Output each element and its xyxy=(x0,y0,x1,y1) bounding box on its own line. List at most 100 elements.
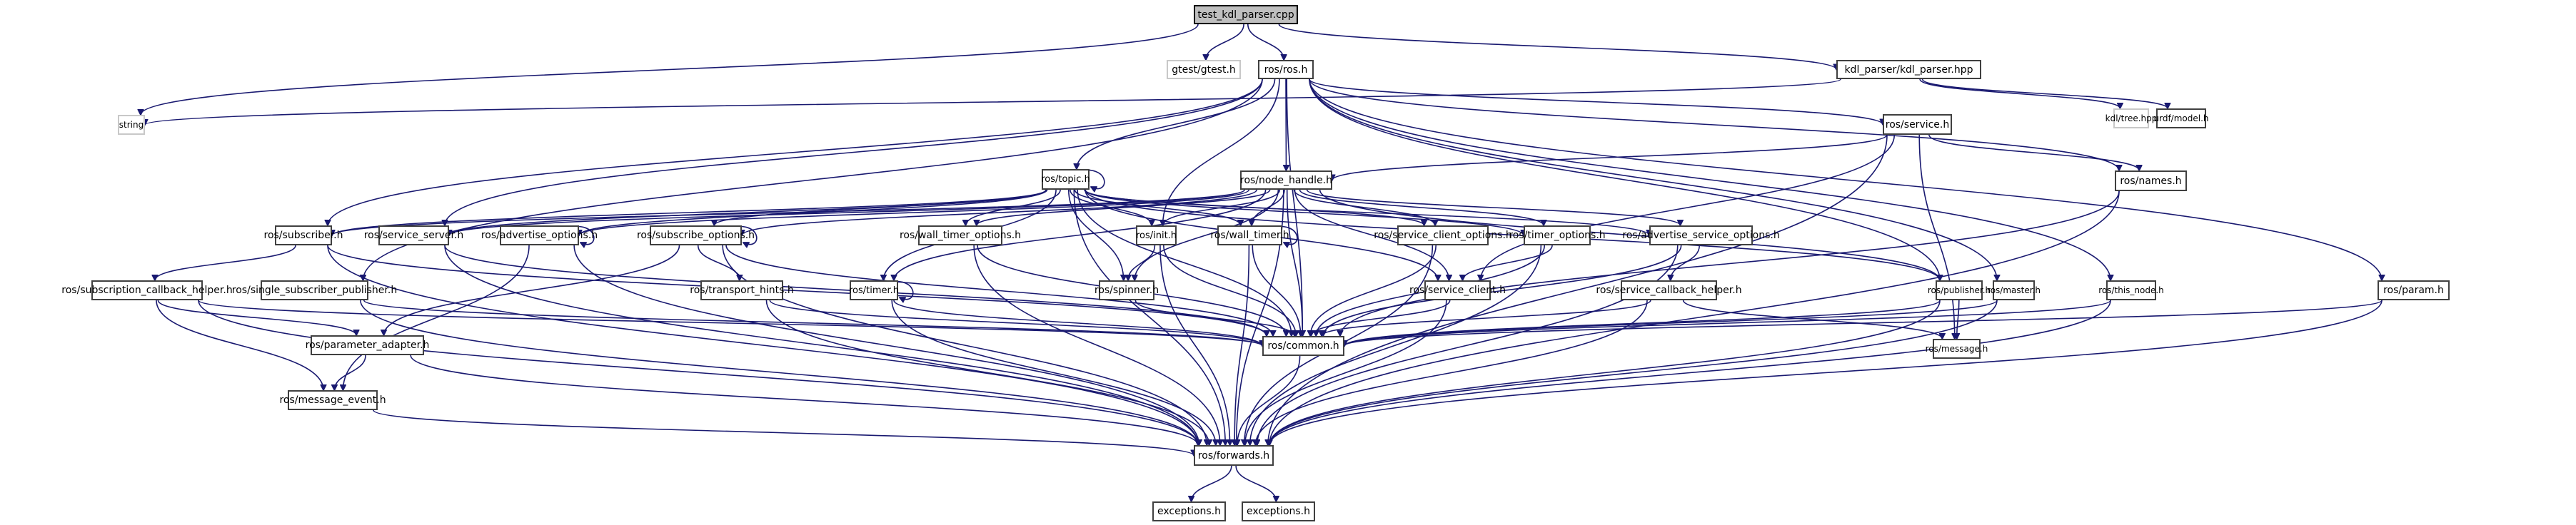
edge-ros-this-node-h-to-ros-forwards-h xyxy=(1269,300,2111,445)
graph-node-ros-service-client-h[interactable]: ros/service_client.h xyxy=(1409,280,1506,300)
edge-ros-subscribe-options-h-to-ros-forwards-h xyxy=(722,245,1207,445)
edge-ros-wall-timer-options-h-to-ros-forwards-h xyxy=(973,245,1220,445)
edge-ros-node-handle-h-to-ros-service-server-h xyxy=(449,189,1245,235)
graph-node-ros-timer-options-h[interactable]: ros/timer_options.h xyxy=(1509,225,1606,245)
edge-ros-subscription-callback-helper-h-to-ros-message-event-h xyxy=(156,300,323,390)
edge-ros-service-h-to-ros-names-h xyxy=(1928,134,2139,170)
edge-ros-subscribe-options-h-to-ros-parameter-adapter-h xyxy=(384,245,680,335)
graph-node-ros-init-h[interactable]: ros/init.h xyxy=(1136,225,1177,245)
graph-node-ros-subscribe-options-h[interactable]: ros/subscribe_options.h xyxy=(637,225,755,245)
graph-node-ros-names-h[interactable]: ros/names.h xyxy=(2115,170,2187,191)
edge-ros-service-callback-helper-h-to-ros-forwards-h xyxy=(1255,300,1648,445)
edge-ros-master-h-to-ros-forwards-h xyxy=(1269,300,1998,445)
graph-node-ros-service-server-h[interactable]: ros/service_server.h xyxy=(364,225,463,245)
edge-ros-message-event-h-to-ros-forwards-h xyxy=(373,409,1194,456)
graph-node-test-kdl-parser-cpp[interactable]: test_kdl_parser.cpp xyxy=(1194,5,1298,24)
edge-ros-advertise-options-h-to-ros-message-event-h xyxy=(343,245,530,390)
edge-ros-service-client-h-to-ros-forwards-h xyxy=(1245,300,1447,445)
graph-node-ros-spinner-h[interactable]: ros/spinner.h xyxy=(1095,280,1159,300)
edge-ros-node-handle-h-to-ros-spinner-h xyxy=(1134,189,1279,280)
edge-ros-timer-options-h-to-ros-forwards-h xyxy=(1250,245,1542,445)
graph-node-ros-advertise-service-options-h[interactable]: ros/advertise_service_options.h xyxy=(1622,225,1780,245)
edge-ros-service-callback-helper-h-to-ros-common-h xyxy=(1322,300,1651,336)
edge-ros-subscription-callback-helper-h-to-ros-forwards-h xyxy=(198,300,1198,445)
edge-ros-transport-hints-h-to-ros-common-h xyxy=(769,300,1262,346)
edge-ros-init-h-to-ros-forwards-h xyxy=(1159,245,1230,445)
graph-node-exceptions-h-2[interactable]: exceptions.h xyxy=(1242,501,1315,521)
graph-node-ros-service-client-options-h[interactable]: ros/service_client_options.h xyxy=(1374,225,1512,245)
edge-ros-init-h-to-ros-spinner-h xyxy=(1128,245,1156,280)
graph-node-ros-message-event-h[interactable]: ros/message_event.h xyxy=(279,390,386,410)
edge-ros-node-handle-h-to-ros-advertise-service-options-h xyxy=(1306,189,1681,225)
edge-ros-node-handle-h-to-ros-subscribe-options-h xyxy=(742,189,1257,235)
edge-ros-common-h-to-ros-forwards-h xyxy=(1237,355,1301,445)
edge-ros-ros-h-to-ros-master-h xyxy=(1309,78,1997,280)
edge-ros-node-handle-h-to-ros-wall-timer-options-h xyxy=(977,189,1271,225)
edge-ros-subscriber-h-to-ros-common-h xyxy=(327,245,1267,336)
edge-ros-single-subscriber-publisher-h-to-ros-forwards-h xyxy=(360,300,1198,445)
edge-test-kdl-parser-cpp-to-string xyxy=(141,24,1199,115)
graph-node-ros-message-h[interactable]: ros/message.h xyxy=(1926,339,1988,359)
edge-ros-advertise-service-options-h-to-ros-common-h xyxy=(1323,245,1682,336)
edge-ros-timer-options-h-to-ros-service-client-h xyxy=(1462,245,1553,280)
graph-node-ros-single-subscriber-publisher-h[interactable]: ros/single_subscriber_publisher.h xyxy=(232,280,397,300)
edge-kdl-parser-hpp-to-kdl-tree-hpp xyxy=(1919,78,2120,108)
graph-node-ros-service-callback-helper-h[interactable]: ros/service_callback_helper.h xyxy=(1596,280,1742,300)
graph-node-ros-transport-hints-h[interactable]: ros/transport_hints.h xyxy=(690,280,794,300)
edge-ros-topic-h-to-ros-common-h xyxy=(1077,189,1292,336)
graph-node-ros-wall-timer-h[interactable]: ros/wall_timer.h xyxy=(1210,225,1289,245)
edge-ros-advertise-service-options-h-to-ros-service-callback-helper-h xyxy=(1671,245,1701,280)
edge-ros-forwards-h-to-exceptions-h-2 xyxy=(1235,465,1276,501)
edge-ros-ros-h-to-ros-this-node-h xyxy=(1309,78,2110,280)
edge-ros-publisher-h-to-ros-message-h xyxy=(1957,300,1959,339)
graph-node-ros-forwards-h[interactable]: ros/forwards.h xyxy=(1194,445,1274,466)
edge-ros-service-client-options-h-to-ros-common-h xyxy=(1310,245,1437,336)
edge-test-kdl-parser-cpp-to-ros-ros-h xyxy=(1247,24,1284,60)
edge-ros-subscribe-options-h-to-ros-transport-hints-h xyxy=(697,245,740,280)
graph-node-ros-service-h[interactable]: ros/service.h xyxy=(1883,114,1952,135)
edge-test-kdl-parser-cpp-to-gtest-gtest-h xyxy=(1206,24,1244,60)
edge-ros-subscriber-h-to-ros-forwards-h xyxy=(327,245,1198,445)
edge-ros-parameter-adapter-h-to-ros-message-event-h xyxy=(334,355,366,390)
edge-ros-node-handle-h-to-ros-service-client-h xyxy=(1294,189,1449,280)
edge-test-kdl-parser-cpp-to-kdl-parser-hpp xyxy=(1278,24,1836,70)
edge-ros-names-h-to-ros-forwards-h xyxy=(1269,190,2120,445)
graph-node-ros-wall-timer-options-h[interactable]: ros/wall_timer_options.h xyxy=(900,225,1021,245)
edge-ros-subscriber-h-to-ros-subscription-callback-helper-h xyxy=(155,245,296,280)
edge-ros-node-handle-h-to-ros-advertise-options-h xyxy=(579,189,1249,235)
graph-node-ros-ros-h[interactable]: ros/ros.h xyxy=(1258,60,1314,79)
graph-node-ros-master-h[interactable]: ros/master.h xyxy=(1987,280,2041,300)
edge-ros-spinner-h-to-ros-common-h xyxy=(1134,300,1294,336)
edge-ros-service-server-h-to-ros-forwards-h xyxy=(444,245,1198,445)
graph-node-ros-node-handle-h[interactable]: ros/node_handle.h xyxy=(1240,170,1332,190)
edge-ros-init-h-to-ros-common-h xyxy=(1163,245,1296,336)
graph-node-exceptions-h-1[interactable]: exceptions.h xyxy=(1152,501,1226,521)
edge-ros-service-h-to-ros-message-h xyxy=(1918,134,1955,339)
edge-ros-service-h-to-ros-node-handle-h xyxy=(1332,134,1888,180)
graph-node-gtest-gtest-h: gtest/gtest.h xyxy=(1167,60,1241,79)
edge-ros-topic-h-to-ros-advertise-options-h xyxy=(579,189,1047,235)
edge-ros-ros-h-to-ros-topic-h xyxy=(1077,78,1276,169)
graph-node-ros-param-h[interactable]: ros/param.h xyxy=(2378,280,2450,300)
edge-ros-single-subscriber-publisher-h-to-ros-common-h xyxy=(363,300,1262,346)
graph-node-ros-advertise-options-h[interactable]: ros/advertise_options.h xyxy=(481,225,598,245)
edge-ros-node-handle-h-to-ros-common-h xyxy=(1286,189,1303,336)
graph-node-ros-this-node-h[interactable]: ros/this_node.h xyxy=(2098,280,2164,300)
graph-node-ros-subscriber-h[interactable]: ros/subscriber.h xyxy=(264,225,343,245)
graph-node-ros-parameter-adapter-h[interactable]: ros/parameter_adapter.h xyxy=(306,335,429,355)
graph-node-urdf-model-h[interactable]: urdf/model.h xyxy=(2154,108,2209,128)
edge-ros-wall-timer-h-to-ros-forwards-h xyxy=(1234,245,1250,445)
edge-ros-forwards-h-to-exceptions-h-1 xyxy=(1192,465,1232,501)
edge-ros-ros-h-to-ros-service-h xyxy=(1309,78,1883,125)
graph-node-ros-topic-h[interactable]: ros/topic.h xyxy=(1041,169,1090,190)
graph-node-kdl-parser-hpp[interactable]: kdl_parser/kdl_parser.hpp xyxy=(1836,60,1981,79)
graph-node-ros-subscription-callback-helper-h[interactable]: ros/subscription_callback_helper.h xyxy=(61,280,233,300)
graph-node-ros-timer-h[interactable]: ros/timer.h xyxy=(849,280,899,300)
edge-ros-wall-timer-h-to-ros-common-h xyxy=(1252,245,1301,336)
edge-ros-param-h-to-ros-common-h xyxy=(1344,300,2383,346)
edge-ros-node-handle-h-to-ros-timer-options-h xyxy=(1299,189,1544,225)
edge-ros-timer-h-to-ros-forwards-h xyxy=(891,300,1216,445)
graph-node-ros-common-h[interactable]: ros/common.h xyxy=(1262,336,1344,356)
edge-ros-param-h-to-ros-forwards-h xyxy=(1269,300,2383,445)
graph-node-ros-publisher-h[interactable]: ros/publisher.h xyxy=(1928,280,1991,300)
